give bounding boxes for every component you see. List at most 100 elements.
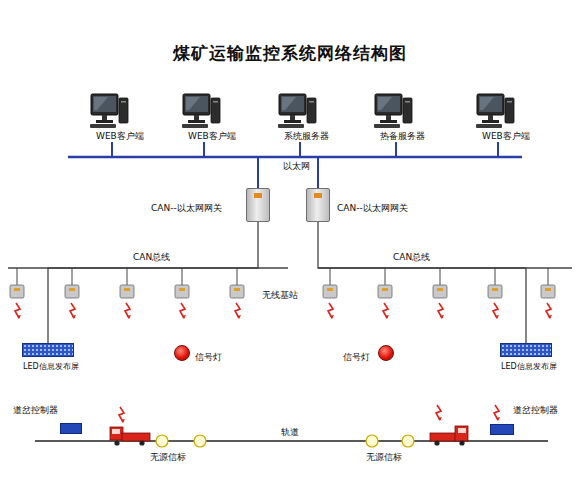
signal-lamp: 信号灯 xyxy=(174,345,190,361)
bus-connector xyxy=(204,142,258,188)
node-label: WEB客户端 xyxy=(96,131,144,142)
station-indicator xyxy=(14,288,20,291)
wireless-symbol xyxy=(125,303,130,318)
wireless-symbol xyxy=(438,417,442,421)
wireless-symbol xyxy=(121,419,125,423)
station-drop xyxy=(548,268,549,286)
node-label: WEB客户端 xyxy=(482,131,530,142)
wireless-symbol xyxy=(119,407,124,422)
wireless-base-station xyxy=(230,285,244,298)
station-drop xyxy=(182,268,183,286)
station-drop xyxy=(72,268,73,286)
wireless-symbol xyxy=(17,315,21,319)
station-drop xyxy=(17,268,18,286)
node-label: 信号灯 xyxy=(343,352,370,363)
wireless-symbol xyxy=(328,303,333,318)
wireless-symbol xyxy=(496,417,500,421)
bus-connector xyxy=(204,142,318,188)
station-indicator xyxy=(124,288,130,291)
computer-node: WEB客户端 xyxy=(474,92,530,142)
wireless-symbol xyxy=(127,315,131,319)
station-indicator xyxy=(437,288,443,291)
computer-node: WEB客户端 xyxy=(88,92,144,142)
wireless-symbol xyxy=(548,315,552,319)
station-indicator xyxy=(545,288,551,291)
annotation-label: 轨道 xyxy=(281,427,299,438)
bus-connector xyxy=(318,222,526,343)
station-drop xyxy=(127,268,128,286)
bus-connector xyxy=(112,142,318,188)
station-indicator xyxy=(492,288,498,291)
annotation-label: 以太网 xyxy=(283,161,310,172)
bus-connector xyxy=(48,222,258,343)
wireless-base-station xyxy=(433,285,447,298)
bus-connector xyxy=(318,142,498,188)
station-indicator xyxy=(382,288,388,291)
node-label: 系统服务器 xyxy=(284,131,329,142)
station-indicator xyxy=(179,288,185,291)
station-indicator xyxy=(234,288,240,291)
can-bus xyxy=(8,267,288,268)
gateway-indicator xyxy=(254,193,262,198)
station-indicator xyxy=(327,288,333,291)
diagram-title: 煤矿运输监控系统网络结构图 xyxy=(0,42,580,65)
switch-controller: 道岔控制器 xyxy=(490,424,514,435)
computer-icon xyxy=(276,92,318,130)
wireless-symbol xyxy=(72,315,76,319)
wireless-symbol xyxy=(70,303,75,318)
node-label: CAN--以太网网关 xyxy=(337,203,408,214)
node-label: 热备服务器 xyxy=(380,131,425,142)
node-label: 信号灯 xyxy=(195,352,222,363)
wireless-base-station xyxy=(10,285,24,298)
station-drop xyxy=(385,268,386,286)
wireless-symbol xyxy=(436,405,441,420)
signal-lamp: 信号灯 xyxy=(378,345,394,361)
station-drop xyxy=(237,268,238,286)
gateway-box: CAN--以太网网关 xyxy=(246,188,270,222)
node-label: WEB客户端 xyxy=(188,131,236,142)
computer-icon xyxy=(372,92,414,130)
node-label: 道岔控制器 xyxy=(513,405,558,416)
locomotive xyxy=(110,427,150,446)
annotation-label: CAN总线 xyxy=(393,252,430,263)
bus-connector xyxy=(258,142,498,188)
locomotive xyxy=(430,426,468,446)
computer-node: WEB客户端 xyxy=(180,92,236,142)
can-bus xyxy=(318,267,572,268)
computer-icon xyxy=(180,92,222,130)
wireless-symbol xyxy=(330,315,334,319)
node-label: LED信息发布屏 xyxy=(501,361,557,372)
annotation-label: 无源信标 xyxy=(150,452,186,463)
gateway-box: CAN--以太网网关 xyxy=(306,188,330,222)
station-drop xyxy=(440,268,441,286)
wireless-symbol xyxy=(495,315,499,319)
wireless-symbol xyxy=(494,405,499,420)
wireless-symbol xyxy=(235,303,240,318)
wireless-symbol xyxy=(237,315,241,319)
wireless-symbol xyxy=(383,303,388,318)
wireless-base-station xyxy=(120,285,134,298)
station-drop xyxy=(330,268,331,286)
wireless-base-station xyxy=(541,285,555,298)
computer-node: 系统服务器 xyxy=(276,92,332,142)
annotation-label: 无源信标 xyxy=(366,452,402,463)
station-indicator xyxy=(69,288,75,291)
bus-connector xyxy=(112,142,258,188)
switch-controller: 道岔控制器 xyxy=(60,423,82,434)
wireless-base-station xyxy=(65,285,79,298)
wireless-symbol xyxy=(493,303,498,318)
bus-connector xyxy=(318,142,396,188)
gateway-indicator xyxy=(314,193,322,198)
annotation-label: CAN总线 xyxy=(133,252,170,263)
track-line xyxy=(35,440,548,442)
wireless-base-station xyxy=(378,285,392,298)
node-label: LED信息发布屏 xyxy=(23,361,79,372)
wireless-symbol xyxy=(438,303,443,318)
bus-connector xyxy=(258,142,396,188)
node-label: CAN--以太网网关 xyxy=(151,203,222,214)
node-label: 道岔控制器 xyxy=(13,405,58,416)
ethernet-bus xyxy=(68,156,522,159)
annotation-label: 无线基站 xyxy=(262,290,298,301)
led-display: LED信息发布屏 xyxy=(500,343,552,357)
